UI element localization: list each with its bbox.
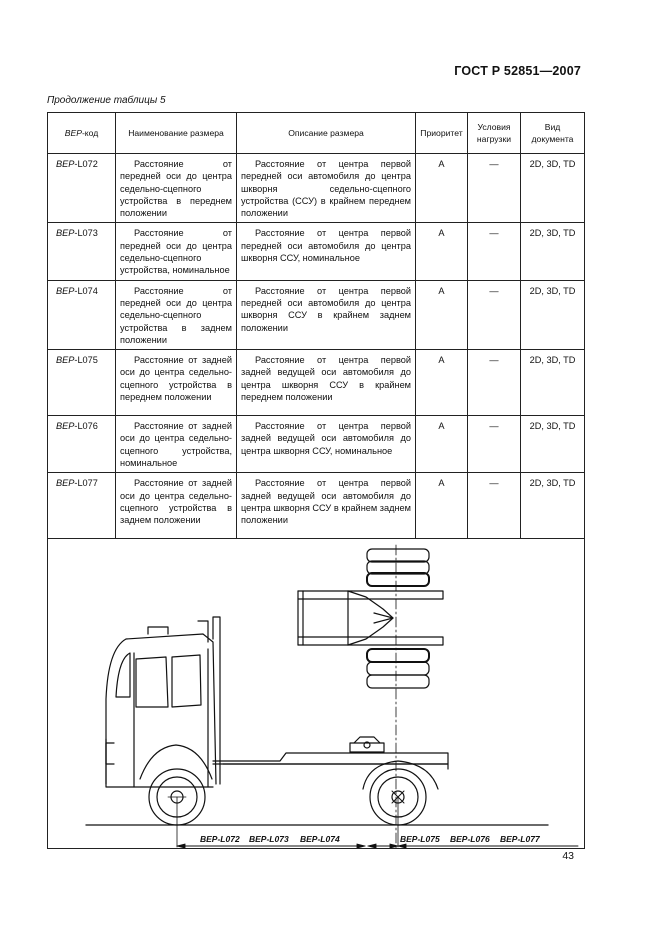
cell-description: Расстояние от центра первой передней оси… bbox=[236, 152, 416, 224]
cell-priority: A bbox=[415, 222, 468, 281]
col-header-code: BEP-код bbox=[47, 112, 116, 154]
dimension-lines bbox=[176, 843, 579, 849]
cell-description: Расстояние от центра первой передней оси… bbox=[236, 279, 416, 351]
table-row: BEP-L075 Расстояние от задней оси до цен… bbox=[47, 349, 585, 417]
cell-load: — bbox=[467, 279, 521, 351]
cell-priority: A bbox=[415, 415, 468, 474]
col-header-name: Наименование размера bbox=[115, 112, 237, 154]
figure-cell: BEP-L072 BEP-L073 BEP-L074 BEP-L075 BEP-… bbox=[47, 538, 585, 850]
cell-code: BEP-L075 bbox=[47, 349, 116, 417]
table-row: BEP-L074 Расстояние от передней оси до ц… bbox=[47, 279, 585, 351]
cell-doc: 2D, 3D, TD bbox=[520, 415, 585, 474]
dim-label-l075: BEP-L075 bbox=[400, 834, 440, 844]
cell-description: Расстояние от центра первой задней ведущ… bbox=[236, 415, 416, 474]
cell-load: — bbox=[467, 472, 521, 540]
cell-doc: 2D, 3D, TD bbox=[520, 349, 585, 417]
cell-priority: A bbox=[415, 472, 468, 540]
cell-name: Расстояние от передней оси до центра сед… bbox=[115, 279, 237, 351]
cell-doc: 2D, 3D, TD bbox=[520, 279, 585, 351]
dimension-table: BEP-код Наименование размера Описание ра… bbox=[47, 112, 585, 850]
cell-name: Расстояние от задней оси до центра седел… bbox=[115, 349, 237, 417]
cell-code: BEP-L073 bbox=[47, 222, 116, 281]
cell-code: BEP-L074 bbox=[47, 279, 116, 351]
col-header-doc: Вид документа bbox=[520, 112, 585, 154]
col-header-description: Описание размера bbox=[236, 112, 416, 154]
cell-doc: 2D, 3D, TD bbox=[520, 222, 585, 281]
dim-label-l072: BEP-L072 bbox=[200, 834, 240, 844]
dim-label-l074: BEP-L074 bbox=[300, 834, 340, 844]
cell-name: Расстояние от задней оси до центра седел… bbox=[115, 415, 237, 474]
dim-label-l077: BEP-L077 bbox=[500, 834, 541, 844]
table-row: BEP-L077 Расстояние от задней оси до цен… bbox=[47, 472, 585, 540]
cell-load: — bbox=[467, 349, 521, 417]
cell-name: Расстояние от задней оси до центра седел… bbox=[115, 472, 237, 540]
cell-description: Расстояние от центра первой задней ведущ… bbox=[236, 472, 416, 540]
rear-wheel bbox=[362, 760, 439, 826]
cell-priority: A bbox=[415, 152, 468, 224]
page-number: 43 bbox=[562, 850, 574, 862]
table-caption: Продолжение таблицы 5 bbox=[47, 95, 166, 106]
cell-code: BEP-L077 bbox=[47, 472, 116, 540]
top-view-rear-tires bbox=[366, 548, 430, 689]
truck-tractor-drawing: BEP-L072 BEP-L073 BEP-L074 BEP-L075 BEP-… bbox=[85, 544, 579, 849]
cell-doc: 2D, 3D, TD bbox=[520, 152, 585, 224]
dim-label-l076: BEP-L076 bbox=[450, 834, 490, 844]
top-view-coupling bbox=[297, 590, 444, 646]
cell-name: Расстояние от передней оси до центра сед… bbox=[115, 222, 237, 281]
cell-code: BEP-L076 bbox=[47, 415, 116, 474]
cell-description: Расстояние от центра первой задней ведущ… bbox=[236, 349, 416, 417]
cell-doc: 2D, 3D, TD bbox=[520, 472, 585, 540]
cell-name: Расстояние от передней оси до центра сед… bbox=[115, 152, 237, 224]
table-row: BEP-L072 Расстояние от передней оси до ц… bbox=[47, 152, 585, 224]
table-header-row: BEP-код Наименование размера Описание ра… bbox=[47, 112, 585, 154]
standard-number: ГОСТ Р 52851—2007 bbox=[454, 64, 581, 78]
cell-load: — bbox=[467, 152, 521, 224]
cell-load: — bbox=[467, 222, 521, 281]
table-row: BEP-L076 Расстояние от задней оси до цен… bbox=[47, 415, 585, 474]
figure-row: BEP-L072 BEP-L073 BEP-L074 BEP-L075 BEP-… bbox=[47, 538, 585, 850]
col-header-priority: Приоритет bbox=[415, 112, 468, 154]
cell-priority: A bbox=[415, 279, 468, 351]
cell-load: — bbox=[467, 415, 521, 474]
table-row: BEP-L073 Расстояние от передней оси до ц… bbox=[47, 222, 585, 281]
dim-label-l073: BEP-L073 bbox=[249, 834, 289, 844]
truck-frame bbox=[212, 736, 449, 770]
col-header-load: Условия нагрузки bbox=[467, 112, 521, 154]
cell-priority: A bbox=[415, 349, 468, 417]
truck-cab bbox=[105, 616, 221, 788]
cell-code: BEP-L072 bbox=[47, 152, 116, 224]
cell-description: Расстояние от центра первой передней оси… bbox=[236, 222, 416, 281]
